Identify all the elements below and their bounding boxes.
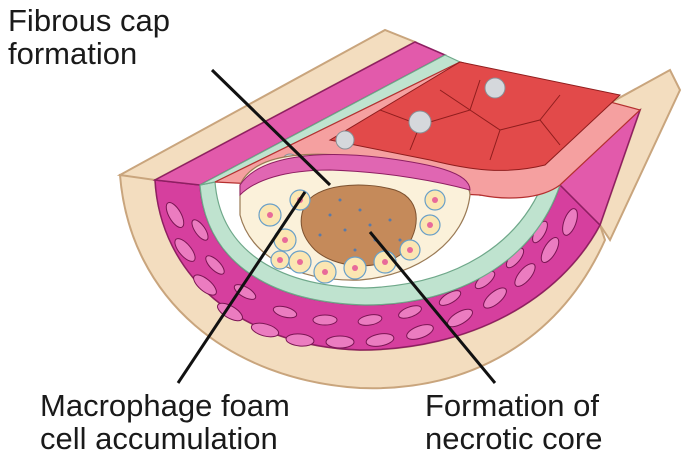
label-macrophage-line2: cell accumulation xyxy=(40,422,290,455)
label-fibrous-line2: formation xyxy=(8,37,170,70)
label-fibrous-line1: Fibrous cap xyxy=(8,4,170,37)
label-necrotic-line2: necrotic core xyxy=(425,422,602,455)
label-macrophage-foam-cell: Macrophage foam cell accumulation xyxy=(40,389,290,455)
label-fibrous-cap-formation: Fibrous cap formation xyxy=(8,4,170,70)
label-necrotic-core: Formation of necrotic core xyxy=(425,389,602,455)
label-macrophage-line1: Macrophage foam xyxy=(40,389,290,422)
label-necrotic-line1: Formation of xyxy=(425,389,602,422)
